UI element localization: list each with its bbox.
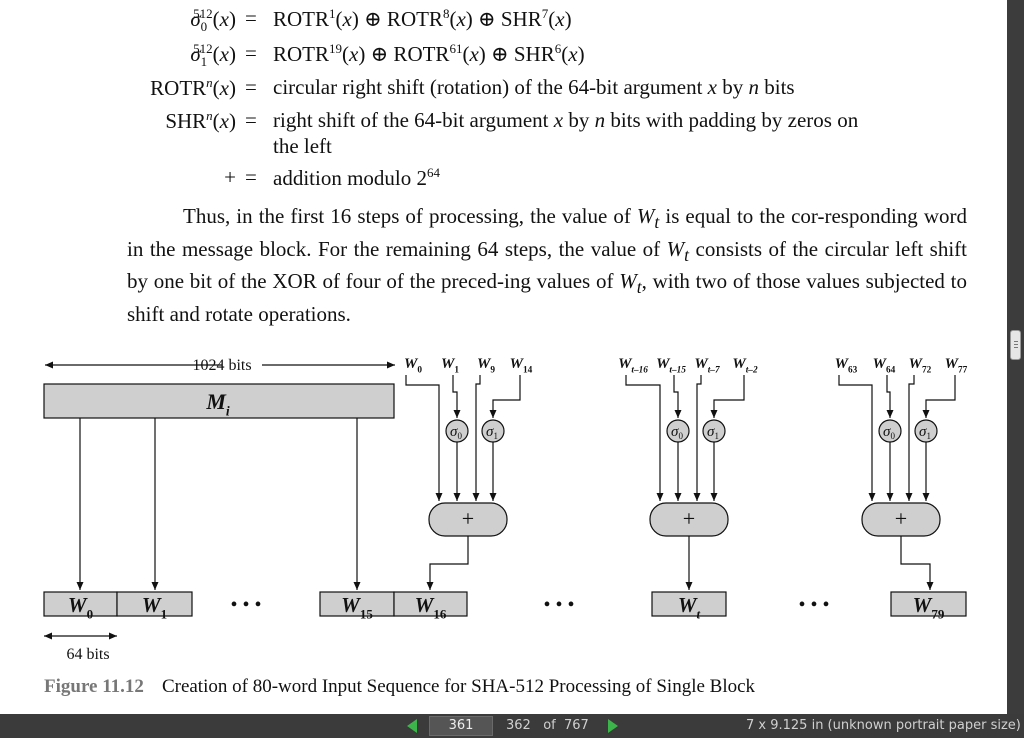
equals-sign: = (245, 6, 257, 30)
word-box (651, 591, 727, 617)
input-word-label: W72 (909, 356, 932, 376)
scrollbar-thumb[interactable] (1010, 330, 1021, 360)
sigma-label: σ1 (919, 424, 931, 441)
message-block-label: Mi (205, 389, 230, 419)
word-box (43, 591, 118, 617)
word-label: W15 (341, 593, 373, 621)
connector-line (886, 375, 894, 418)
input-word-label: Wt–2 (732, 356, 758, 376)
current-page-input[interactable]: 361 (429, 716, 493, 736)
input-word-label: W0 (404, 356, 422, 376)
word-box (393, 591, 468, 617)
word-box (116, 591, 193, 617)
equation-rhs: ROTR19(x) ⊕ ROTR61(x) ⊕ SHR6(x) (273, 41, 585, 66)
paper-size: 7 x 9.125 in (unknown portrait paper siz… (746, 718, 1021, 733)
input-word-label: W14 (510, 356, 533, 376)
connector-line (426, 536, 469, 590)
equation-rhs: circular right shift (rotation) of the 6… (273, 75, 795, 99)
connector-line (693, 375, 702, 501)
input-word-label: W63 (835, 356, 858, 376)
equation-lhs: ROTRn(x) (150, 75, 236, 100)
word-box (890, 591, 967, 617)
caption-label: Figure 11.12 (44, 676, 144, 697)
page-info: 362 of 767 (506, 718, 589, 733)
input-word-label: W77 (945, 356, 968, 376)
equation-rhs: addition modulo 264 (273, 165, 440, 190)
plus-sign: + (683, 506, 695, 531)
connector-line (472, 375, 481, 501)
connector-line (625, 375, 664, 501)
caption-text: Creation of 80-word Input Sequence for S… (161, 676, 756, 697)
connector-line (905, 375, 915, 501)
equals-sign: = (245, 108, 257, 132)
word-label: W0 (68, 593, 94, 621)
input-word-label: W9 (477, 356, 495, 376)
connector-line (452, 375, 461, 418)
equation-lhs: + (224, 165, 236, 189)
equation-rhs: the left (273, 134, 332, 158)
connector-line (922, 375, 956, 418)
word-label: W16 (415, 593, 447, 621)
connector-line (900, 536, 934, 590)
connector-line (838, 375, 876, 501)
sigma-label: σ0 (450, 424, 462, 441)
input-word-label: Wt–7 (694, 356, 720, 376)
input-word-label: W64 (873, 356, 896, 376)
word-label: Wt (678, 593, 701, 621)
sigma-label: σ0 (883, 424, 895, 441)
connector-line (405, 375, 443, 501)
equation-rhs: ROTR1(x) ⊕ ROTR8(x) ⊕ SHR7(x) (273, 6, 572, 31)
connector-line (710, 375, 745, 418)
word-box (319, 591, 395, 617)
ellipsis: • • • (798, 594, 829, 616)
sigma-label: σ1 (707, 424, 719, 441)
paragraph-text: Thus, in the first 16 steps of processin… (127, 204, 967, 327)
plus-sign: + (462, 506, 474, 531)
document-page: σ0512(x) = ROTR1(x) ⊕ ROTR8(x) ⊕ SHR7(x) σ1… (0, 0, 1007, 714)
input-word-label: W1 (441, 356, 459, 376)
paragraph: Thus, in the first 16 steps of processin… (127, 203, 967, 328)
plus-sign: + (895, 506, 907, 531)
input-word-label: Wt–16 (618, 356, 648, 376)
word-label: W1 (142, 593, 167, 621)
equals-sign: = (245, 165, 257, 189)
equation-lhs: σ0512(x) (190, 6, 236, 35)
ellipsis: • • • (543, 594, 574, 616)
equation-lhs: σ1512(x) (190, 41, 236, 70)
ellipsis: • • • (230, 594, 261, 616)
word-width-label: 64 bits (66, 646, 109, 663)
connector-line (489, 375, 521, 418)
input-word-label: Wt–15 (656, 356, 686, 376)
figure-caption: Figure 11.12 Creation of 80-word Input Se… (44, 676, 755, 698)
sigma-label: σ1 (486, 424, 498, 441)
viewer-statusbar: 361 362 of 767 7 x 9.125 in (unknown por… (0, 714, 1024, 738)
prev-page-icon[interactable] (407, 719, 417, 733)
equation-lhs: SHRn(x) (165, 108, 236, 133)
equals-sign: = (245, 75, 257, 99)
connector-line (673, 375, 682, 418)
word-label: W79 (913, 593, 945, 621)
message-block (43, 383, 395, 419)
equation-rhs: right shift of the 64-bit argument x by … (273, 108, 859, 132)
next-page-icon[interactable] (608, 719, 618, 733)
equals-sign: = (245, 41, 257, 65)
bits-label: 1024 bits (192, 357, 251, 374)
sigma-label: σ0 (671, 424, 683, 441)
